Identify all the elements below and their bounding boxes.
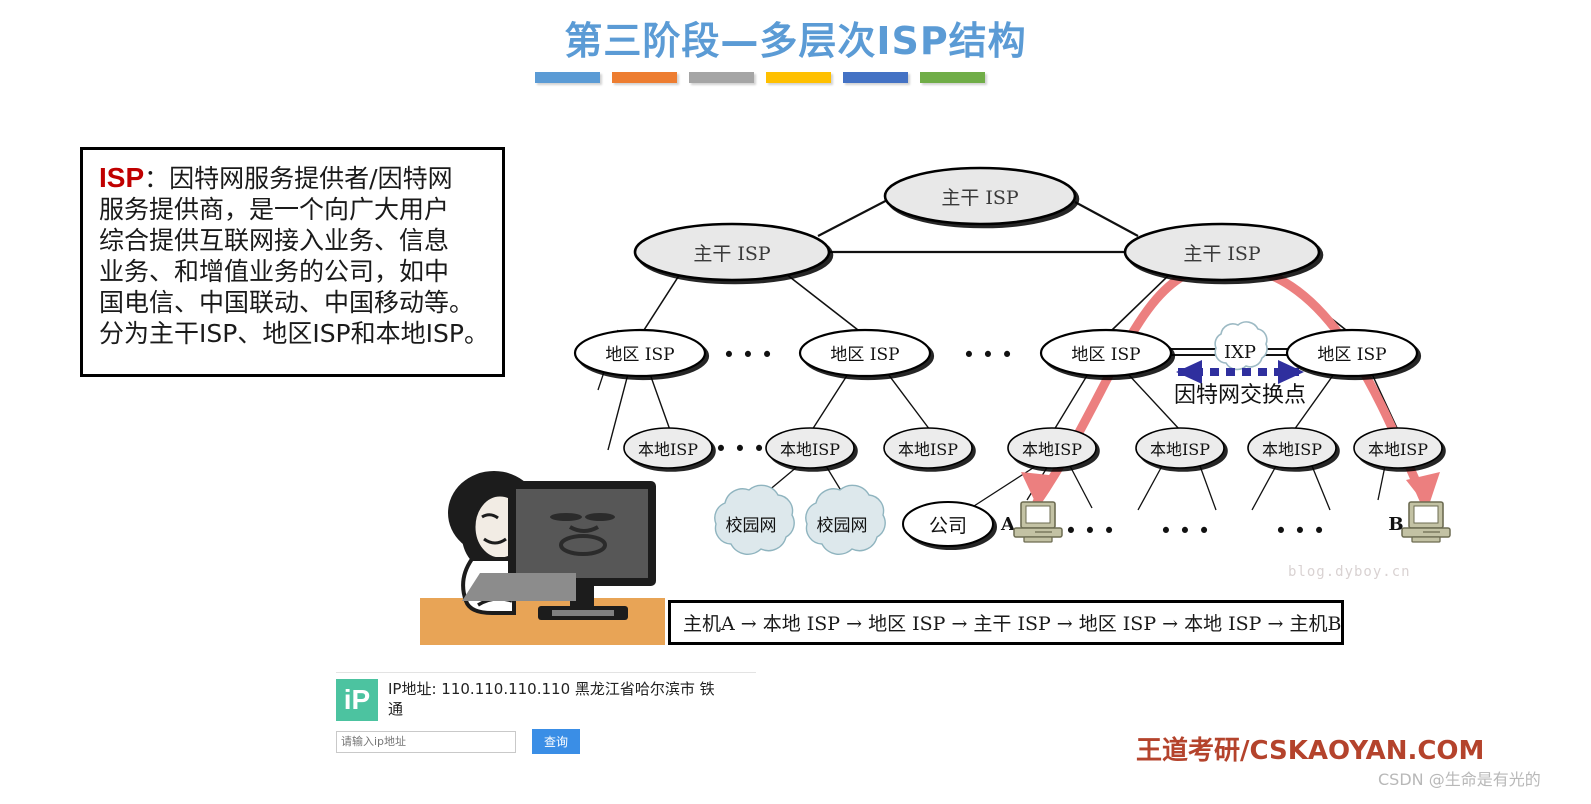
- ellipsis: • • •: [1065, 519, 1116, 543]
- node-label: 主干 ISP: [693, 243, 771, 265]
- isp-definition-line-6: 分为主干ISP、地区ISP和本地ISP。: [99, 319, 489, 348]
- node-regional-1[interactable]: 地区 ISP: [573, 328, 707, 378]
- traffic-arrowhead-b: [1406, 472, 1440, 508]
- isp-definition-line-5: 国电信、中国联动、中国移动等。: [99, 288, 475, 317]
- accent-bar-1: [535, 72, 600, 83]
- desk-surface: [420, 598, 665, 645]
- packet-path-text: 主机A → 本地 ISP → 地区 ISP → 主干 ISP → 地区 ISP …: [683, 613, 1342, 635]
- screen-face: [550, 513, 615, 556]
- node-local-5[interactable]: 本地ISP: [1135, 427, 1225, 469]
- isp-definition-line-1: ISP：因特网服务提供者/因特网: [99, 162, 486, 194]
- ellipsis: • • •: [715, 437, 766, 461]
- host-b-label: B: [1388, 514, 1403, 535]
- node-regional-2[interactable]: 地区 ISP: [798, 328, 932, 378]
- node-local-3[interactable]: 本地ISP: [883, 427, 973, 469]
- host-a-label: A: [1000, 514, 1016, 535]
- isp-hierarchy-diagram: IXP 因特网交换点 主干 ISP 主干 ISP: [573, 166, 1451, 555]
- node-label: 本地ISP: [1022, 440, 1082, 459]
- host-a[interactable]: A: [1000, 501, 1063, 543]
- node-label: 校园网: [817, 516, 868, 536]
- ip-query-row: 查询: [336, 729, 756, 754]
- regional-isp-nodes: 地区 ISP 地区 ISP 地区 ISP 地区 ISP: [573, 328, 1419, 378]
- page-title: 第三阶段—多层次ISP结构: [564, 19, 1027, 63]
- ellipsis-markers: • • • • • • • • • • • • • • • • • •: [715, 343, 1326, 543]
- ixp-caption: 因特网交换点: [1174, 383, 1306, 408]
- backbone-links: [817, 195, 1139, 254]
- node-label: 校园网: [726, 516, 777, 536]
- ellipsis: • • •: [963, 343, 1014, 367]
- meme-illustration: [420, 471, 665, 645]
- node-local-6[interactable]: 本地ISP: [1247, 427, 1337, 469]
- backbone-isp-nodes: 主干 ISP 主干 ISP 主干 ISP: [633, 166, 1321, 282]
- isp-keyword: ISP: [99, 162, 145, 193]
- accent-bar-6: [920, 72, 985, 83]
- campus-cloud-nodes: 校园网 校园网: [714, 484, 886, 555]
- node-label: 主干 ISP: [1183, 243, 1261, 265]
- node-local-7[interactable]: 本地ISP: [1353, 427, 1443, 469]
- packet-path-box: 主机A → 本地 ISP → 地区 ISP → 主干 ISP → 地区 ISP …: [668, 600, 1344, 645]
- isp-definition-text-1: ：因特网服务提供者/因特网: [144, 164, 453, 193]
- node-local-2[interactable]: 本地ISP: [765, 427, 855, 469]
- node-label: 本地ISP: [898, 440, 958, 459]
- host-b[interactable]: B: [1388, 501, 1451, 543]
- ip-result-text: IP地址: 110.110.110.110 黑龙江省哈尔滨市 铁通: [388, 680, 715, 718]
- node-label: 本地ISP: [1368, 440, 1428, 459]
- isp-definition-box: ISP：因特网服务提供者/因特网 服务提供商，是一个向广大用户 综合提供互联网接…: [80, 147, 505, 377]
- brand-label: 王道考研/CSKAOYAN.COM: [1136, 736, 1485, 766]
- ellipsis: • • •: [723, 343, 774, 367]
- isp-definition-line-2: 服务提供商，是一个向广大用户: [99, 195, 450, 224]
- ip-query-button[interactable]: 查询: [532, 729, 581, 754]
- node-local-1[interactable]: 本地ISP: [623, 427, 713, 469]
- isp-definition-line-3: 综合提供互联网接入业务、信息: [99, 226, 450, 255]
- node-label: 地区 ISP: [1317, 345, 1386, 365]
- node-label: 公司: [929, 515, 967, 537]
- node-campus-2[interactable]: 校园网: [805, 484, 886, 555]
- node-regional-4[interactable]: 地区 ISP: [1285, 328, 1419, 378]
- accent-bar-4: [766, 72, 831, 83]
- node-label: 地区 ISP: [1071, 345, 1140, 365]
- accent-bar-5: [843, 72, 908, 83]
- ellipsis: • • •: [1160, 519, 1211, 543]
- computer-icon: [1013, 501, 1063, 543]
- node-label: 主干 ISP: [941, 187, 1019, 209]
- backbone-regional-links: [643, 273, 1347, 331]
- ip-logo-icon: iP: [336, 679, 378, 721]
- traffic-arrowhead-a: [1021, 472, 1058, 506]
- node-label: 本地ISP: [1262, 440, 1322, 459]
- ellipsis: • • •: [1275, 519, 1326, 543]
- node-local-4[interactable]: 本地ISP: [1007, 427, 1097, 469]
- ip-result-row: iP IP地址: 110.110.110.110 黑龙江省哈尔滨市 铁通: [336, 673, 756, 721]
- csdn-watermark: CSDN @生命是有光的: [1378, 770, 1541, 789]
- node-label: 地区 ISP: [830, 345, 899, 365]
- ip-lookup-widget: iP IP地址: 110.110.110.110 黑龙江省哈尔滨市 铁通 查询: [336, 672, 756, 754]
- accent-bar-3: [689, 72, 754, 83]
- node-label: 本地ISP: [638, 440, 698, 459]
- node-label: 本地ISP: [1150, 440, 1210, 459]
- node-campus-1[interactable]: 校园网: [714, 484, 795, 555]
- ixp-label: IXP: [1224, 342, 1256, 363]
- node-label: 地区 ISP: [605, 345, 674, 365]
- ixp-cloud: IXP: [1214, 321, 1268, 371]
- ixp-exchange-arrows: [1176, 360, 1304, 384]
- node-backbone-left[interactable]: 主干 ISP: [633, 222, 831, 282]
- blog-watermark: blog.dyboy.cn: [1288, 564, 1411, 580]
- accent-bar-2: [612, 72, 677, 83]
- monitor-icon: [462, 481, 656, 620]
- computer-icon: [1401, 501, 1451, 543]
- local-isp-nodes: 本地ISP 本地ISP 本地ISP 本地ISP 本地ISP 本地ISP: [623, 427, 1443, 469]
- node-backbone-right[interactable]: 主干 ISP: [1123, 222, 1321, 282]
- ip-address-input[interactable]: [336, 730, 516, 753]
- node-backbone-top[interactable]: 主干 ISP: [883, 166, 1077, 226]
- title-accent-bars: [535, 72, 985, 84]
- isp-definition-line-4: 业务、和增值业务的公司，如中: [99, 257, 450, 286]
- node-regional-3[interactable]: 地区 ISP: [1039, 328, 1173, 378]
- node-label: 本地ISP: [780, 440, 840, 459]
- node-company[interactable]: 公司: [902, 501, 994, 547]
